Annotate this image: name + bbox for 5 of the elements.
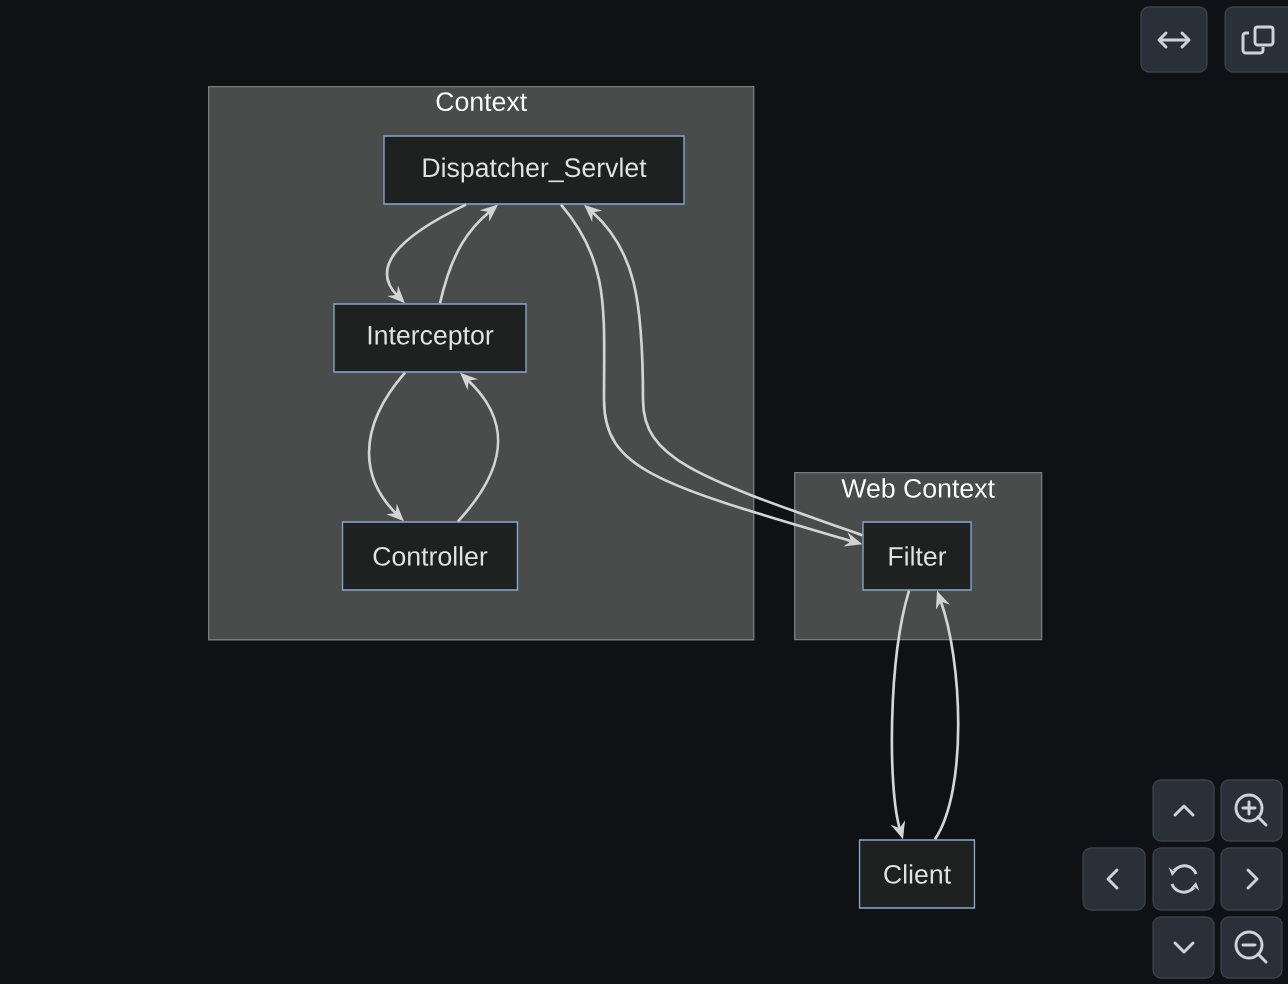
process-box: Controller: [341, 521, 519, 591]
process-box: Filter: [862, 521, 972, 591]
process-box: Interceptor: [333, 303, 527, 373]
process-box: Client: [858, 839, 976, 909]
process-box: Dispatcher_Servlet: [383, 135, 685, 205]
